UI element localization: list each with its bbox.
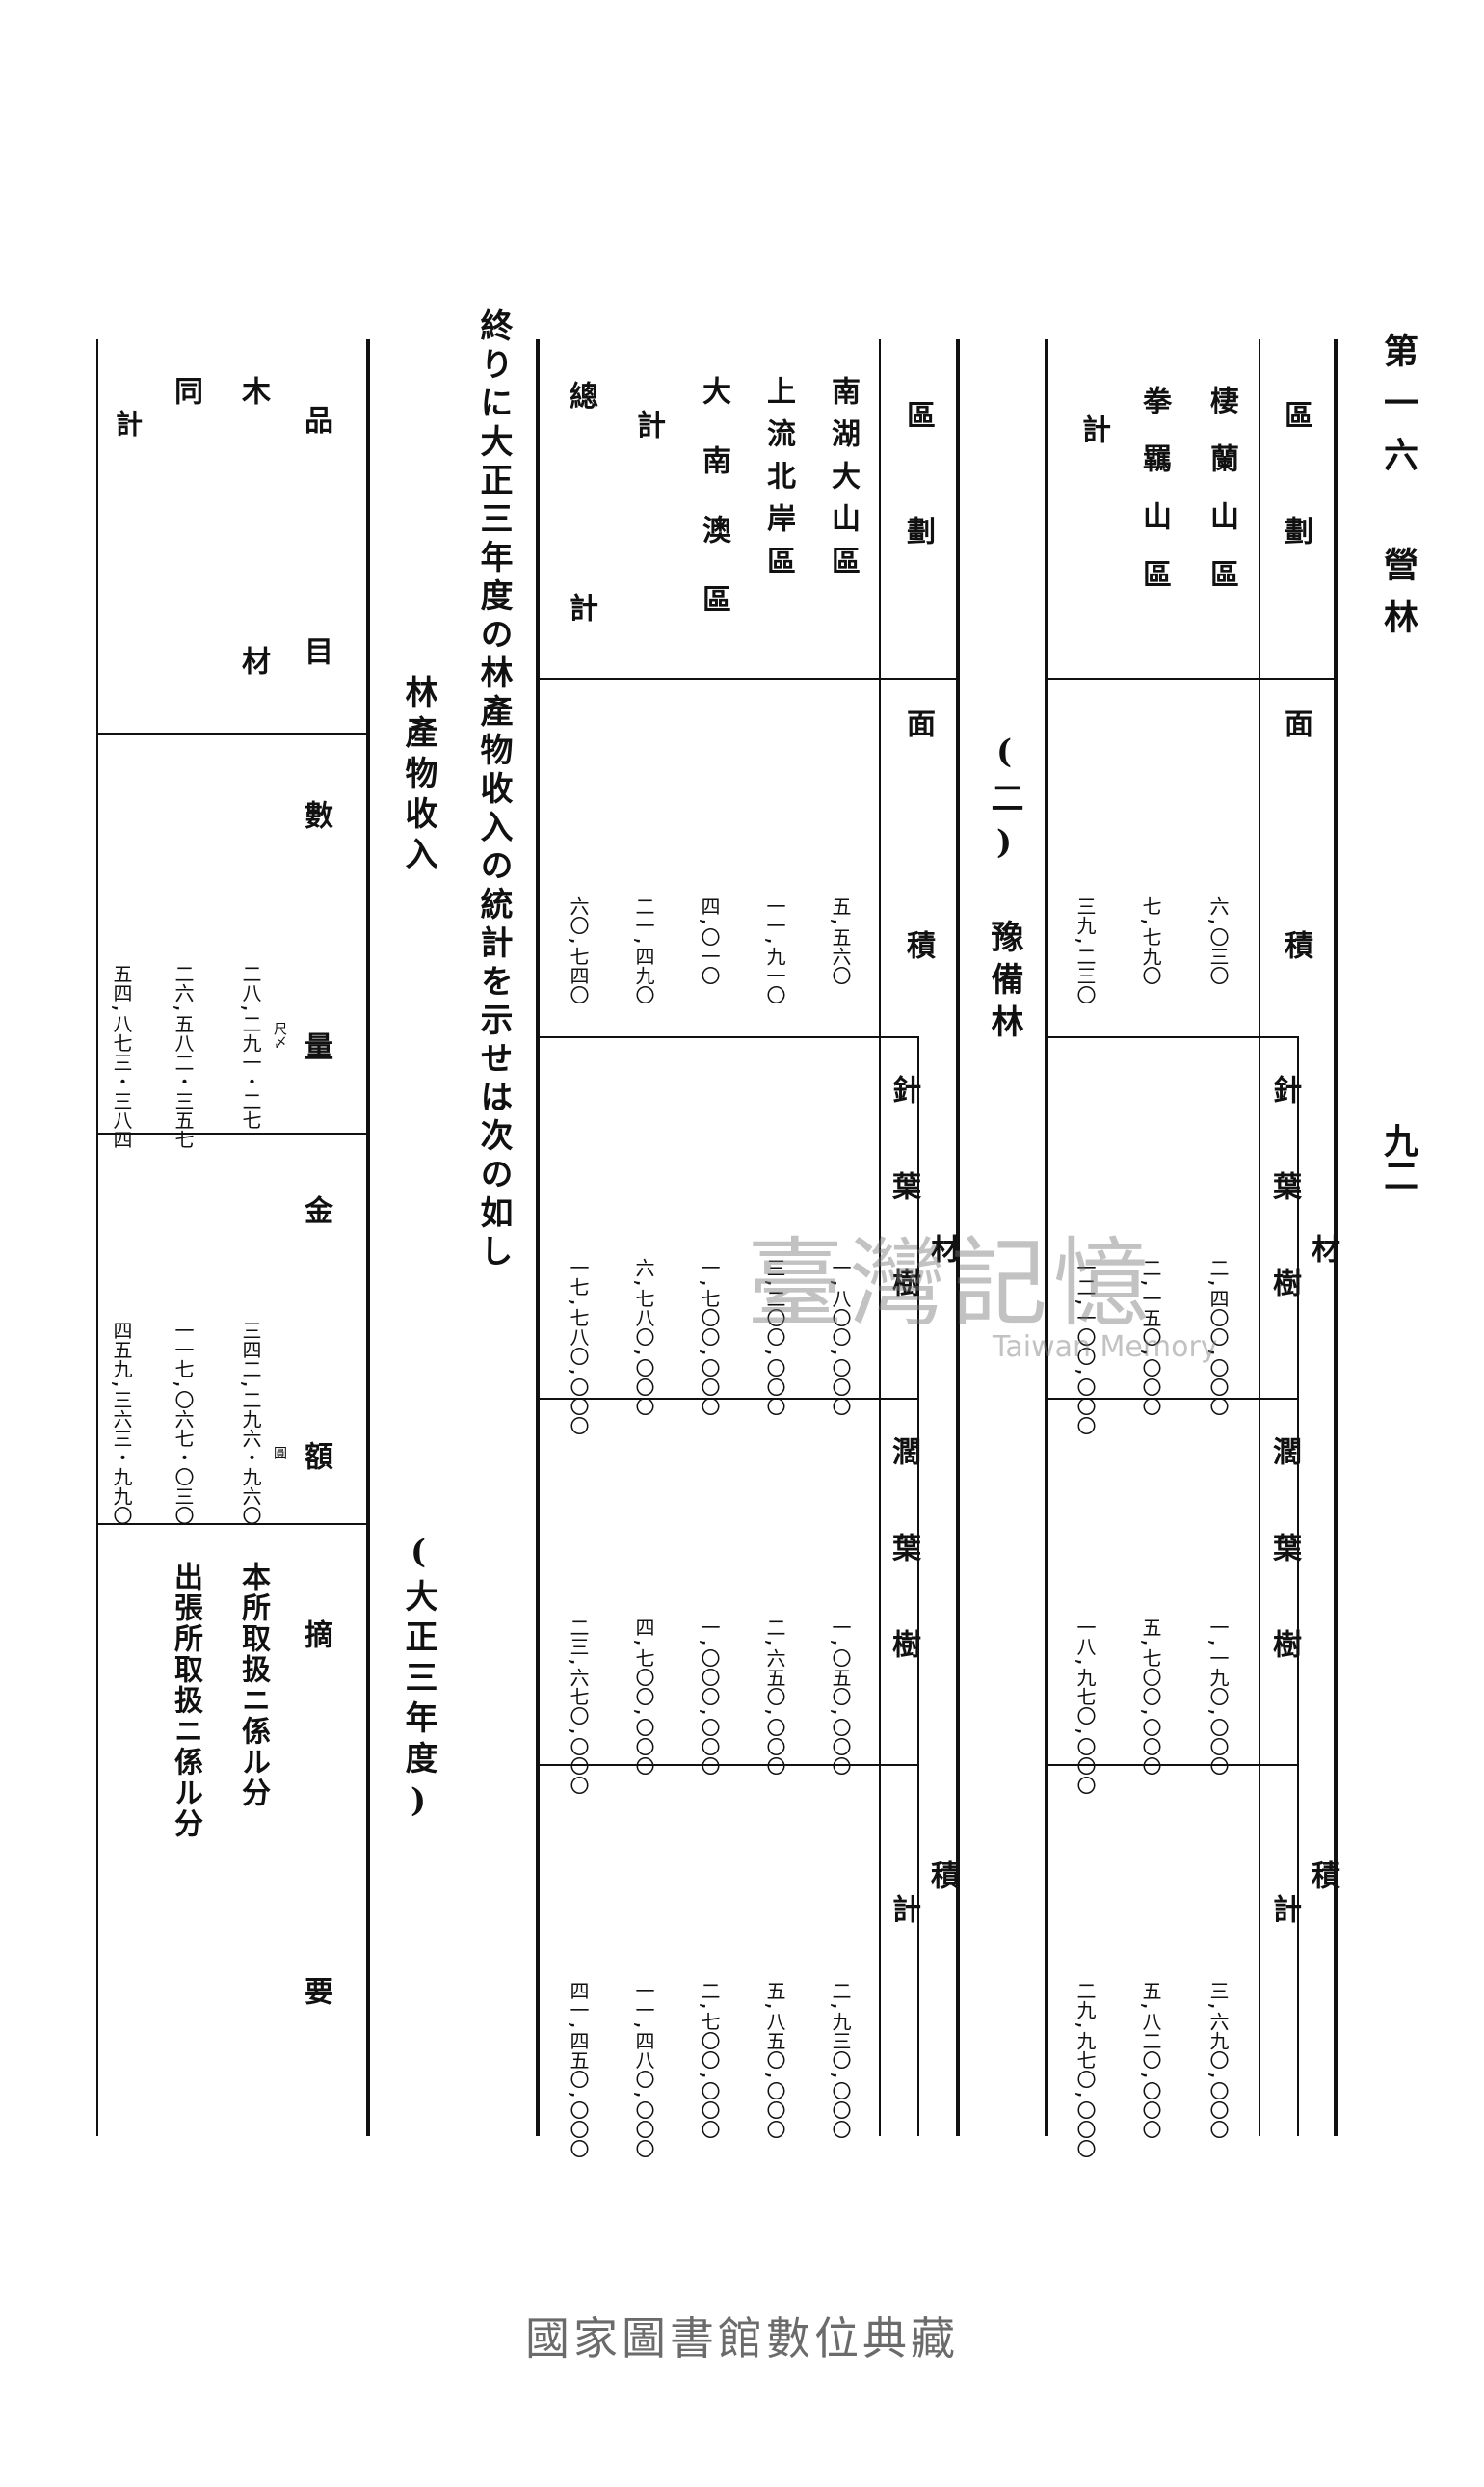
table1-row-name: 計	[1076, 414, 1110, 443]
table3-row-summary: 出張所取扱ニ係ル分	[169, 1562, 202, 1839]
table1-row-broadleaf: 五,七〇〇,〇〇〇	[1139, 1618, 1162, 1777]
table2-row-broadleaf: 四,七〇〇,〇〇〇	[632, 1618, 655, 1777]
table3-row-amount: 一一七,〇六七・〇三〇	[172, 1321, 195, 1526]
table1-row-broadleaf: 一八,九七〇,〇〇〇	[1073, 1618, 1097, 1796]
table2-row-area: 二一,四九〇	[632, 896, 655, 1005]
footer-archive-label: 國家圖書館數位典藏	[525, 2313, 959, 2365]
table1-row-conifer: 二,四〇〇,〇〇〇	[1206, 1258, 1230, 1417]
table1-row-total: 五,八二〇,〇〇〇	[1139, 1981, 1162, 2140]
table2-row-area: 六〇,七四〇	[567, 896, 590, 1005]
table3-row-quantity: 二八,二九一・二七	[239, 964, 262, 1131]
table2-header-region: 區劃	[901, 400, 935, 631]
table1-header-volume: 材積	[1306, 1234, 1339, 2487]
table2-row-area: 四,〇一〇	[698, 896, 721, 986]
table1-row-area: 六,〇三〇	[1206, 896, 1230, 986]
table2-header-area: 面積	[901, 709, 935, 1152]
table2-row-conifer: 一七,七八〇,〇〇〇	[567, 1258, 590, 1436]
table3-header-quantity: 數量	[299, 800, 332, 1263]
table3-header-summary: 摘要	[299, 1619, 332, 2333]
table1-row-broadleaf: 一,一九〇,〇〇〇	[1206, 1618, 1230, 1777]
table1-header-region: 區劃	[1279, 400, 1312, 631]
table1-row-conifer: 一二,一〇〇,〇〇〇	[1073, 1258, 1097, 1436]
table2-header-volume: 材積	[925, 1234, 959, 2487]
table2-row-name: 計	[631, 410, 665, 439]
table1-header-conifer: 針葉樹	[1267, 1075, 1301, 1364]
table3-row-name: 計	[112, 410, 144, 437]
table2-row-total: 五,八五〇,〇〇〇	[763, 1981, 786, 2140]
table2-header-broadleaf: 濶葉樹	[887, 1436, 920, 1725]
table3-row-name: 同	[169, 376, 202, 405]
table2-row-area: 五,五六〇	[829, 896, 852, 986]
table2-header-total: 計	[887, 1894, 920, 1923]
table2-row-broadleaf: 一,〇〇〇,〇〇〇	[698, 1618, 721, 1777]
subsection-title: (二) 豫備林	[985, 733, 1023, 1047]
table2-row-name: 南湖大山區	[826, 376, 860, 588]
table2-row-name: 大南澳區	[697, 376, 730, 654]
table3-row-amount: 四五九,三六三・九九〇	[110, 1321, 133, 1526]
table1-row-conifer: 二,一五〇,〇〇〇	[1139, 1258, 1162, 1417]
table2-row-broadleaf: 二三,六七〇,〇〇〇	[567, 1618, 590, 1796]
table3-unit-amount: 圓	[272, 1446, 287, 1459]
table2-row-total: 四一,四五〇,〇〇〇	[567, 1981, 590, 2159]
table2-row-broadleaf: 二,六五〇,〇〇〇	[763, 1618, 786, 1777]
table2-row-total: 一一,四八〇,〇〇〇	[632, 1981, 655, 2159]
table2-row-conifer: 六,七八〇,〇〇〇	[632, 1258, 655, 1417]
table2-row-broadleaf: 一,〇五〇,〇〇〇	[829, 1618, 852, 1777]
table1-row-area: 三九,二三〇	[1073, 896, 1097, 1005]
income-table-year: (大正三年度)	[399, 1533, 437, 1828]
table2-header-conifer: 針葉樹	[887, 1075, 920, 1364]
table1-row-total: 二九,九七〇,〇〇〇	[1073, 1981, 1097, 2159]
intro-sentence: 終りに大正三年度の林產物收入の統計を示せは次の如し	[474, 308, 513, 1272]
table3-row-name: 木材	[236, 376, 270, 916]
table2-row-area: 一一,九一〇	[763, 896, 786, 1005]
table2-row-conifer: 三,二〇〇,〇〇〇	[763, 1258, 786, 1417]
table1-row-name: 拳羈山區	[1137, 386, 1171, 617]
watermark-subtitle: Taiwan Memory	[993, 1330, 1218, 1364]
table1-header-area: 面積	[1279, 709, 1312, 1152]
income-table-title: 林產物收入	[399, 675, 437, 877]
table2-row-conifer: 一,八〇〇,〇〇〇	[829, 1258, 852, 1417]
table2-row-name: 總計	[564, 381, 597, 805]
table3-row-amount: 三四二,二九六・九六〇	[239, 1321, 262, 1526]
table2-row-conifer: 一,七〇〇,〇〇〇	[698, 1258, 721, 1417]
table1-row-name: 棲蘭山區	[1205, 386, 1238, 617]
table3-row-quantity: 二六,五八二・三五七	[172, 964, 195, 1150]
table1-row-total: 三,六九〇,〇〇〇	[1206, 1981, 1230, 2140]
page-number: 九二	[1378, 1123, 1418, 1192]
table3-row-summary: 本所取扱ニ係ル分	[236, 1562, 270, 1808]
table1-header-broadleaf: 濶葉樹	[1267, 1436, 1301, 1725]
table2-row-total: 二,七〇〇,〇〇〇	[698, 1981, 721, 2140]
table3-header-item: 品目	[299, 405, 332, 868]
table1-header-total: 計	[1267, 1894, 1301, 1923]
table3-row-quantity: 五四,八七三・三八四	[110, 964, 133, 1150]
section-heading: 第一六 營林	[1378, 333, 1418, 651]
table2-row-name: 上流北岸區	[761, 376, 795, 588]
table2-row-total: 二,九三〇,〇〇〇	[829, 1981, 852, 2140]
table3-unit-quantity: 尺〆	[272, 1022, 287, 1049]
table3-header-amount: 金額	[299, 1195, 332, 1687]
table1-row-area: 七,七九〇	[1139, 896, 1162, 986]
watermark-logo: 臺灣記憶	[747, 1227, 1155, 1340]
